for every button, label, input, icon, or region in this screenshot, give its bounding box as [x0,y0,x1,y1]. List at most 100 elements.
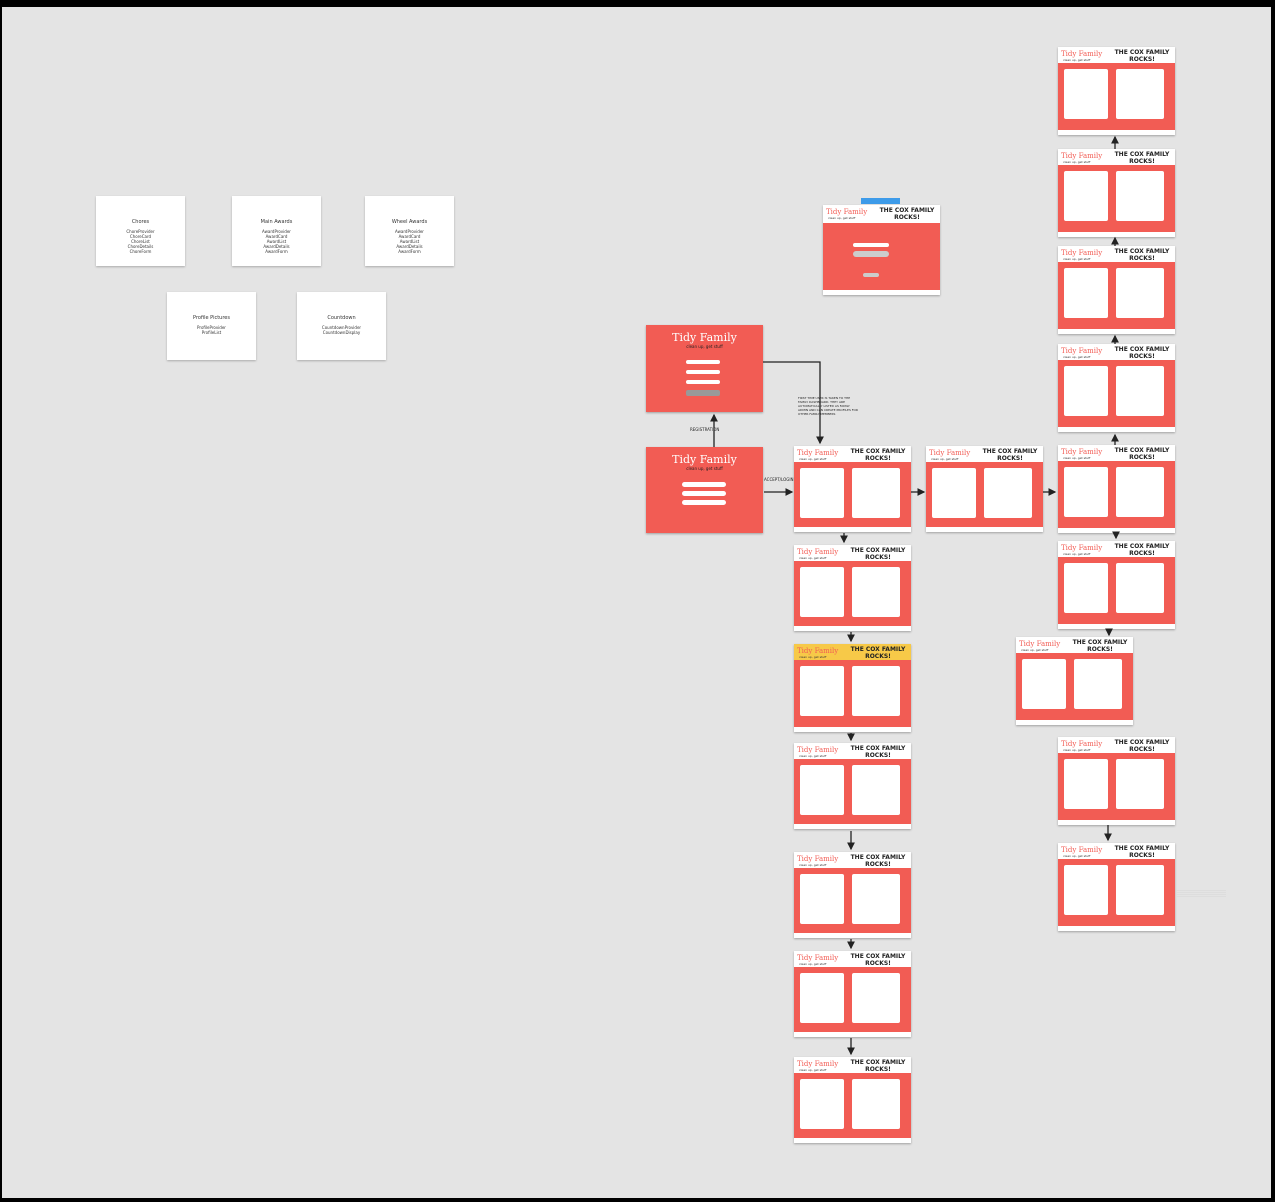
brand-title: Tidy Family [797,647,839,655]
content-card[interactable] [932,468,976,518]
content-card[interactable] [800,874,844,924]
content-card[interactable] [1064,563,1108,613]
note-wheel-awards[interactable]: Wheel Awards AwardProvider AwardCard Awa… [365,196,454,266]
note-line: AwardDetails [263,244,290,249]
content-card[interactable] [800,765,844,815]
login-field[interactable] [682,482,726,487]
content-card[interactable] [1116,865,1164,915]
login-button[interactable] [682,500,726,505]
register-field[interactable] [686,360,720,364]
content-card[interactable] [1022,659,1066,709]
content-card[interactable] [800,973,844,1023]
content-card[interactable] [852,765,900,815]
note-chores[interactable]: Chores ChoreProvider ChoreCard ChoreList… [96,196,185,266]
form-field[interactable] [853,251,889,257]
content-card[interactable] [1064,171,1108,221]
register-button[interactable] [686,390,720,396]
family-title: THE COX FAMILY ROCKS! [1072,639,1128,653]
note-title: Chores [131,219,150,225]
content-card[interactable] [800,468,844,518]
note-line: ProfileList [201,330,222,335]
content-card[interactable] [1116,69,1164,119]
brand-title: Tidy Family [797,954,839,962]
note-line: ChoreDetails [127,244,154,249]
brand-title: Tidy Family [797,548,839,556]
content-card[interactable] [852,973,900,1023]
new-user-note: FIRST TIME USER IS TAKEN TO THE FAMILY D… [798,396,858,416]
content-card[interactable] [1064,268,1108,318]
dashboard-body [1058,63,1175,130]
content-card[interactable] [800,666,844,716]
content-card[interactable] [1074,659,1122,709]
dashboard-body [1016,653,1133,720]
login-screen[interactable]: Tidy Family clean up, get stuff [646,447,763,533]
brand-title: Tidy Family [797,1060,839,1068]
note-line: CountdownDisplay [322,330,361,335]
note-profile-pictures[interactable]: Profile Pictures ProfileProvider Profile… [167,292,256,360]
content-card[interactable] [1064,865,1108,915]
content-card[interactable] [1064,467,1108,517]
content-card[interactable] [1064,759,1108,809]
login-field[interactable] [682,491,726,496]
content-card[interactable] [1116,467,1164,517]
brand-title: Tidy Family [797,746,839,754]
content-card[interactable] [1064,366,1108,416]
content-card[interactable] [852,468,900,518]
brand-title: Tidy Family [826,208,868,216]
brand-title: Tidy Family [1061,152,1103,160]
content-card[interactable] [852,874,900,924]
brand-title: Tidy Family [929,449,971,457]
accept-login-label: ACCEPT/LOGIN [764,477,794,482]
brand-tagline: clean up, get stuff [1063,456,1091,460]
content-card[interactable] [984,468,1032,518]
brand-title: Tidy Family [1061,846,1103,854]
content-card[interactable] [1116,268,1164,318]
note-line: AwardForm [398,249,421,254]
content-card[interactable] [1116,759,1164,809]
note-line: ProfileProvider [197,325,226,330]
content-card[interactable] [1116,171,1164,221]
register-field[interactable] [686,380,720,384]
content-card[interactable] [852,1079,900,1129]
registration-screen[interactable]: Tidy Family clean up, get stuff [646,325,763,412]
brand-tagline: clean up, get stuff [828,216,856,220]
content-card[interactable] [852,666,900,716]
note-main-awards[interactable]: Main Awards AwardProvider AwardCard Awar… [232,196,321,266]
dashboard-body [794,1073,911,1138]
brand-tagline: clean up, get stuff [686,466,723,471]
note-countdown[interactable]: Countdown CountdownProvider CountdownDis… [297,292,386,360]
content-card[interactable] [1064,69,1108,119]
content-card[interactable] [852,567,900,617]
brand-tagline: clean up, get stuff [799,962,827,966]
flow-arrow [763,361,824,445]
form-field[interactable] [853,243,889,247]
content-card[interactable] [800,567,844,617]
save-button[interactable] [863,273,879,277]
register-field[interactable] [686,370,720,374]
dashboard-body [794,868,911,933]
content-card[interactable] [1116,563,1164,613]
family-title: THE COX FAMILY ROCKS! [850,448,906,462]
content-card[interactable] [1116,366,1164,416]
side-note [1176,890,1226,898]
content-card[interactable] [800,1079,844,1129]
family-title: THE COX FAMILY ROCKS! [850,547,906,561]
